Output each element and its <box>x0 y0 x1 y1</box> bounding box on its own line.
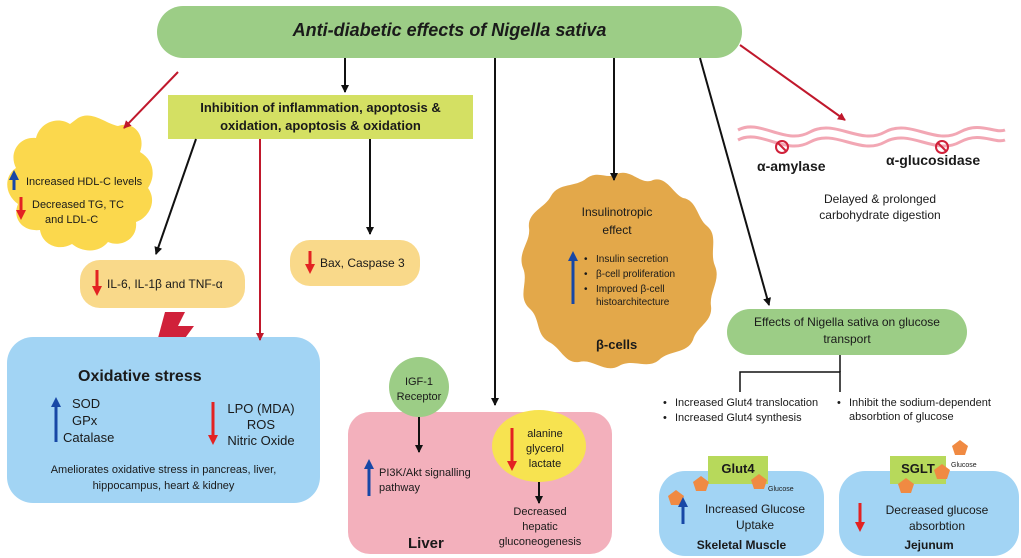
liver-label: Liver <box>408 535 444 552</box>
glucose-pentagon <box>751 474 767 489</box>
cytokine-label: IL-6, IL-1β and TNF-α <box>107 277 223 291</box>
substrate-1: alanine <box>527 428 563 440</box>
inflammation-line-1: Inhibition of inflammation, apoptosis & <box>200 100 441 115</box>
connector-arrow <box>699 57 771 306</box>
gluconeogenesis-2: hepatic <box>522 521 558 533</box>
lipid-blob <box>7 115 153 251</box>
glut4-effect-item: Increased Glut4 translocation <box>663 396 818 411</box>
glucose-pentagon <box>898 478 914 493</box>
glucose-pentagon <box>693 476 709 491</box>
sglt-label: SGLT <box>901 461 935 476</box>
jejunum-box <box>839 471 1019 556</box>
amylase-inhibit-icon <box>775 140 789 154</box>
apoptosis-box <box>290 240 420 286</box>
cytokine-box <box>80 260 245 308</box>
oxidative-up-item-1: SOD <box>72 396 101 411</box>
glucosidase-label: α-glucosidase <box>886 152 981 168</box>
oxidative-up-item-3: Catalase <box>63 430 115 445</box>
skeletal-muscle-box <box>659 471 824 556</box>
lipid-decrease-label-2: and LDL-C <box>45 214 99 226</box>
jejunum-effect-2: absorbtion <box>908 519 966 533</box>
jejunum-label: Jejunum <box>904 538 954 552</box>
glut4-label: Glut4 <box>721 461 755 476</box>
oxidative-down-item-2: ROS <box>246 417 276 432</box>
oxidative-down-item-1: LPO (MDA) <box>227 401 295 416</box>
glut4-glucose-tag: Glucose <box>768 486 794 493</box>
digestion-line-1: Delayed & prolonged <box>823 192 937 206</box>
substrate-3: lactate <box>528 458 562 470</box>
glucose-transport-line-2: transport <box>823 332 871 346</box>
glucosidase-inhibit-icon <box>935 140 949 154</box>
glucose-transport-box <box>727 309 967 355</box>
sglt-effect-item: Inhibit the sodium-dependent <box>837 396 991 411</box>
oxidative-down-item-3: Nitric Oxide <box>227 433 295 448</box>
oxidative-note-1: Ameliorates oxidative stress in pancreas… <box>50 464 277 476</box>
beta-heading-2: effect <box>602 223 632 237</box>
muscle-effect-2: Uptake <box>735 518 775 532</box>
igf-label-2: Receptor <box>396 391 442 403</box>
sglt-glucose-tag: Glucose <box>951 462 977 469</box>
digestion-line-2: carbohydrate digestion <box>819 208 941 222</box>
title-pill <box>157 6 742 58</box>
inflammation-box <box>168 95 473 139</box>
sglt-effect-item-cont: absorbtion of glucose <box>849 411 954 423</box>
lipid-decrease-label-1: Decreased TG, TC <box>32 199 124 211</box>
beta-cells-label: β-cells <box>596 337 638 352</box>
oxidative-stress-title: Oxidative stress <box>78 368 202 385</box>
connector-arrow-red <box>739 44 846 121</box>
hdl-increase-label: Increased HDL-C levels <box>26 176 143 188</box>
glut4-effect-item: Increased Glut4 synthesis <box>663 411 818 426</box>
beta-effects-list: Insulin secretion β-cell proliferation I… <box>584 252 675 297</box>
inflammation-line-2: oxidation, apoptosis & oxidation <box>220 118 421 133</box>
substrate-2: glycerol <box>526 443 564 455</box>
intestine-shape <box>737 125 1006 148</box>
skeletal-muscle-label: Skeletal Muscle <box>696 538 787 552</box>
beta-effect-item: Improved β-cell <box>584 282 675 297</box>
amylase-label: α-amylase <box>757 158 826 174</box>
jejunum-effect-1: Decreased glucose <box>885 503 989 517</box>
pi3k-label-2: pathway <box>379 482 420 494</box>
connector-arrow-red <box>123 71 179 129</box>
oxidative-stress-box <box>7 337 320 503</box>
oxidative-up-item-2: GPx <box>72 413 98 428</box>
beta-effect-item: Insulin secretion <box>584 252 675 267</box>
beta-effect-item-cont: histoarchitecture <box>596 297 670 308</box>
igf-receptor-circle <box>389 357 449 417</box>
beta-heading-1: Insulinotropic <box>581 205 653 219</box>
muscle-effect-1: Increased Glucose <box>704 502 806 516</box>
oxidative-note-2: hippocampus, heart & kidney <box>92 480 235 492</box>
glucose-pentagon <box>934 464 950 479</box>
gluconeogenesis-1: Decreased <box>513 506 567 518</box>
glucose-transport-line-1: Effects of Nigella sativa on glucose <box>754 315 940 329</box>
apoptosis-label: Bax, Caspase 3 <box>320 256 405 270</box>
igf-label-1: IGF-1 <box>404 376 434 388</box>
glucose-pentagon <box>952 440 968 455</box>
title-text: Anti-diabetic effects of Nigella sativa <box>292 20 607 40</box>
transport-split-connector <box>739 371 841 392</box>
beta-effect-item: β-cell proliferation <box>584 267 675 282</box>
gluconeogenesis-3: gluconeogenesis <box>498 536 582 548</box>
connector-arrow <box>154 138 197 255</box>
pi3k-label-1: PI3K/Akt signalling <box>379 467 471 479</box>
glut4-effects-list: Increased Glut4 translocation Increased … <box>663 396 818 426</box>
sglt-effects-list: Inhibit the sodium-dependent <box>837 396 991 411</box>
